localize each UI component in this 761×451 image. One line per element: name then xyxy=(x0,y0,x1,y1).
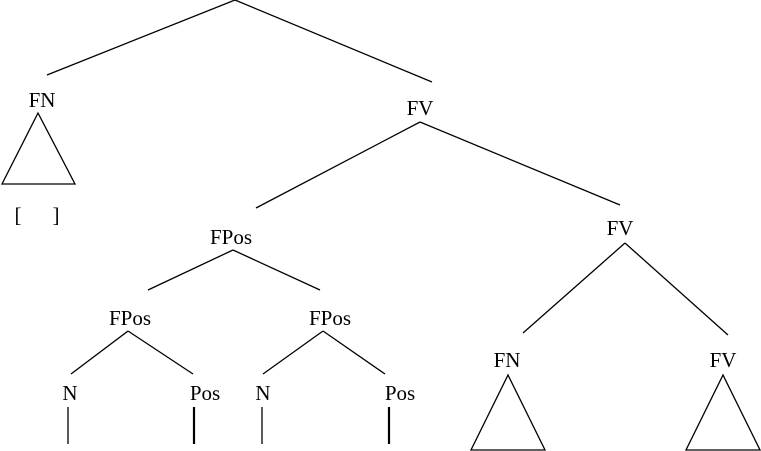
edge-fv-fn xyxy=(522,242,626,334)
node-pos-left: Pos xyxy=(190,381,220,405)
node-pos-right: Pos xyxy=(385,381,415,405)
node-fn-bottom: FN xyxy=(494,348,521,372)
node-fv-sub: FV xyxy=(607,216,634,240)
edge-root-fn xyxy=(46,0,236,76)
triangle-fn-top xyxy=(0,111,77,185)
node-n-right: N xyxy=(255,381,270,405)
triangle-fn-bottom xyxy=(469,373,547,451)
node-n-left: N xyxy=(62,381,77,405)
edge-fposleft-n xyxy=(70,330,129,375)
edge-fpos-fposleft xyxy=(147,249,234,291)
bracket-close: ] xyxy=(53,203,60,227)
node-fpos-left: FPos xyxy=(109,306,151,330)
edge-fpos-fposright xyxy=(232,249,321,291)
bracket-open: [ xyxy=(15,203,22,227)
edge-fv-fv xyxy=(419,121,621,206)
tree-labels: FN [ ] FV FPos FV FPos FPos N Pos N Pos … xyxy=(15,88,737,405)
edge-fv-fvbottom xyxy=(624,242,729,336)
edge-fposright-pos xyxy=(322,330,386,375)
node-fpos-right: FPos xyxy=(309,306,351,330)
edge-root-fv xyxy=(234,0,433,83)
edge-fposleft-pos xyxy=(127,330,194,375)
node-fpos-main: FPos xyxy=(210,225,252,249)
edge-fv-fpos xyxy=(255,121,421,209)
edge-fposright-n xyxy=(262,330,324,375)
triangle-fv-bottom xyxy=(684,373,761,451)
node-fn-top: FN xyxy=(29,88,56,112)
node-fv-main: FV xyxy=(407,96,434,120)
node-fv-bottom: FV xyxy=(710,348,737,372)
